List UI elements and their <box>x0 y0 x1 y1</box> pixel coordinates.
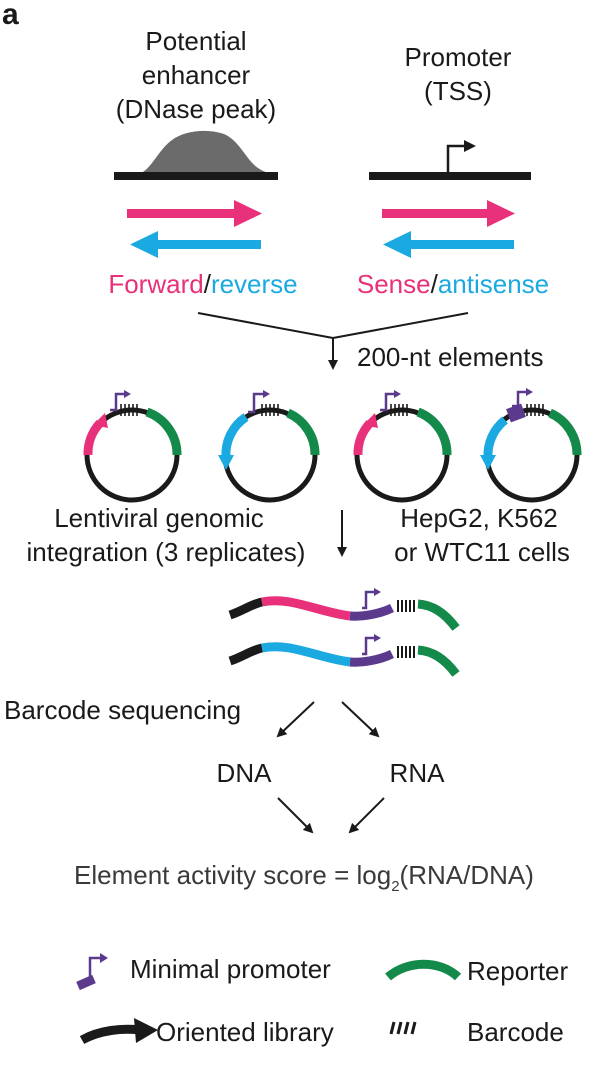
panel-label: a <box>2 0 19 31</box>
plasmid-1 <box>83 390 182 503</box>
score-prefix: Element activity score = log <box>74 860 391 890</box>
score-suffix: (RNA/DNA) <box>400 860 534 890</box>
legend: Minimal promoter Reporter Oriented libra… <box>76 953 568 1047</box>
step-elements-label: 200-nt elements <box>357 342 543 372</box>
enhancer-reverse-arrow <box>130 231 261 258</box>
integration-label: Lentiviral genomic integration (3 replic… <box>27 503 306 567</box>
barcode-icon <box>389 1021 417 1035</box>
promoter-orientation-label: Sense/antisense <box>357 269 549 299</box>
merge-arrows <box>277 797 385 834</box>
promoter-title-line2: (TSS) <box>424 76 492 106</box>
integration-line2: integration (3 replicates) <box>27 537 306 567</box>
enhancer-title-line3: (DNase peak) <box>116 94 276 124</box>
legend-oriented-library: Oriented library <box>156 1017 334 1047</box>
plasmid-2 <box>218 390 320 503</box>
label-sense: Sense <box>357 269 431 299</box>
barcode-reverse <box>397 646 415 658</box>
enhancer-title: Potential enhancer (DNase peak) <box>116 26 276 124</box>
promoter-dna-line <box>369 172 531 180</box>
cells-line1: HepG2, K562 <box>400 503 558 533</box>
promoter-sense-arrow <box>382 200 515 227</box>
enhancer-title-line1: Potential <box>145 26 246 56</box>
enhancer-orientation-label: Forward/reverse <box>108 269 297 299</box>
enhancer-dna-line <box>114 172 278 180</box>
plasmid-4 <box>480 388 582 503</box>
label-antisense: antisense <box>438 269 549 299</box>
label-forward: Forward <box>108 269 203 299</box>
label-sense-sep: / <box>431 269 439 299</box>
enhancer-forward-arrow <box>127 200 262 227</box>
plasmid-3 <box>353 390 452 503</box>
construct-forward-promoter-head <box>374 588 381 596</box>
activity-score-formula: Element activity score = log2(RNA/DNA) <box>74 860 534 895</box>
tss-arrow-icon <box>446 144 466 174</box>
legend-barcode: Barcode <box>467 1017 564 1047</box>
score-subscript: 2 <box>391 878 399 895</box>
dnase-peak-shape <box>138 130 275 174</box>
cells-label: HepG2, K562 or WTC11 cells <box>394 503 570 567</box>
legend-minimal-promoter: Minimal promoter <box>130 954 331 984</box>
merge-connector <box>197 312 469 370</box>
enhancer-title-line2: enhancer <box>142 60 251 90</box>
minimal-promoter-icon <box>76 953 108 991</box>
barcode-forward <box>397 600 415 612</box>
promoter-title-line1: Promoter <box>405 42 512 72</box>
label-reverse: reverse <box>211 269 298 299</box>
split-arrows <box>276 701 380 738</box>
reporter-icon <box>385 959 462 981</box>
integration-line1: Lentiviral genomic <box>54 503 264 533</box>
label-forward-sep: / <box>204 269 212 299</box>
legend-reporter: Reporter <box>467 956 568 986</box>
barcode-sequencing-label: Barcode sequencing <box>4 695 241 725</box>
construct-forward-promoter-icon <box>362 590 376 610</box>
tss-arrow-head <box>464 140 476 152</box>
oriented-library-icon <box>79 1018 158 1045</box>
promoter-antisense-arrow <box>383 231 514 258</box>
rna-label: RNA <box>390 758 446 788</box>
construct-reverse-promoter-icon <box>362 636 376 656</box>
dna-label: DNA <box>217 758 273 788</box>
promoter-title: Promoter (TSS) <box>405 42 512 106</box>
integrated-construct-reverse <box>228 642 460 677</box>
construct-reverse-promoter-head <box>374 634 381 642</box>
integrated-construct-forward <box>228 596 460 631</box>
cells-line2: or WTC11 cells <box>394 537 570 567</box>
